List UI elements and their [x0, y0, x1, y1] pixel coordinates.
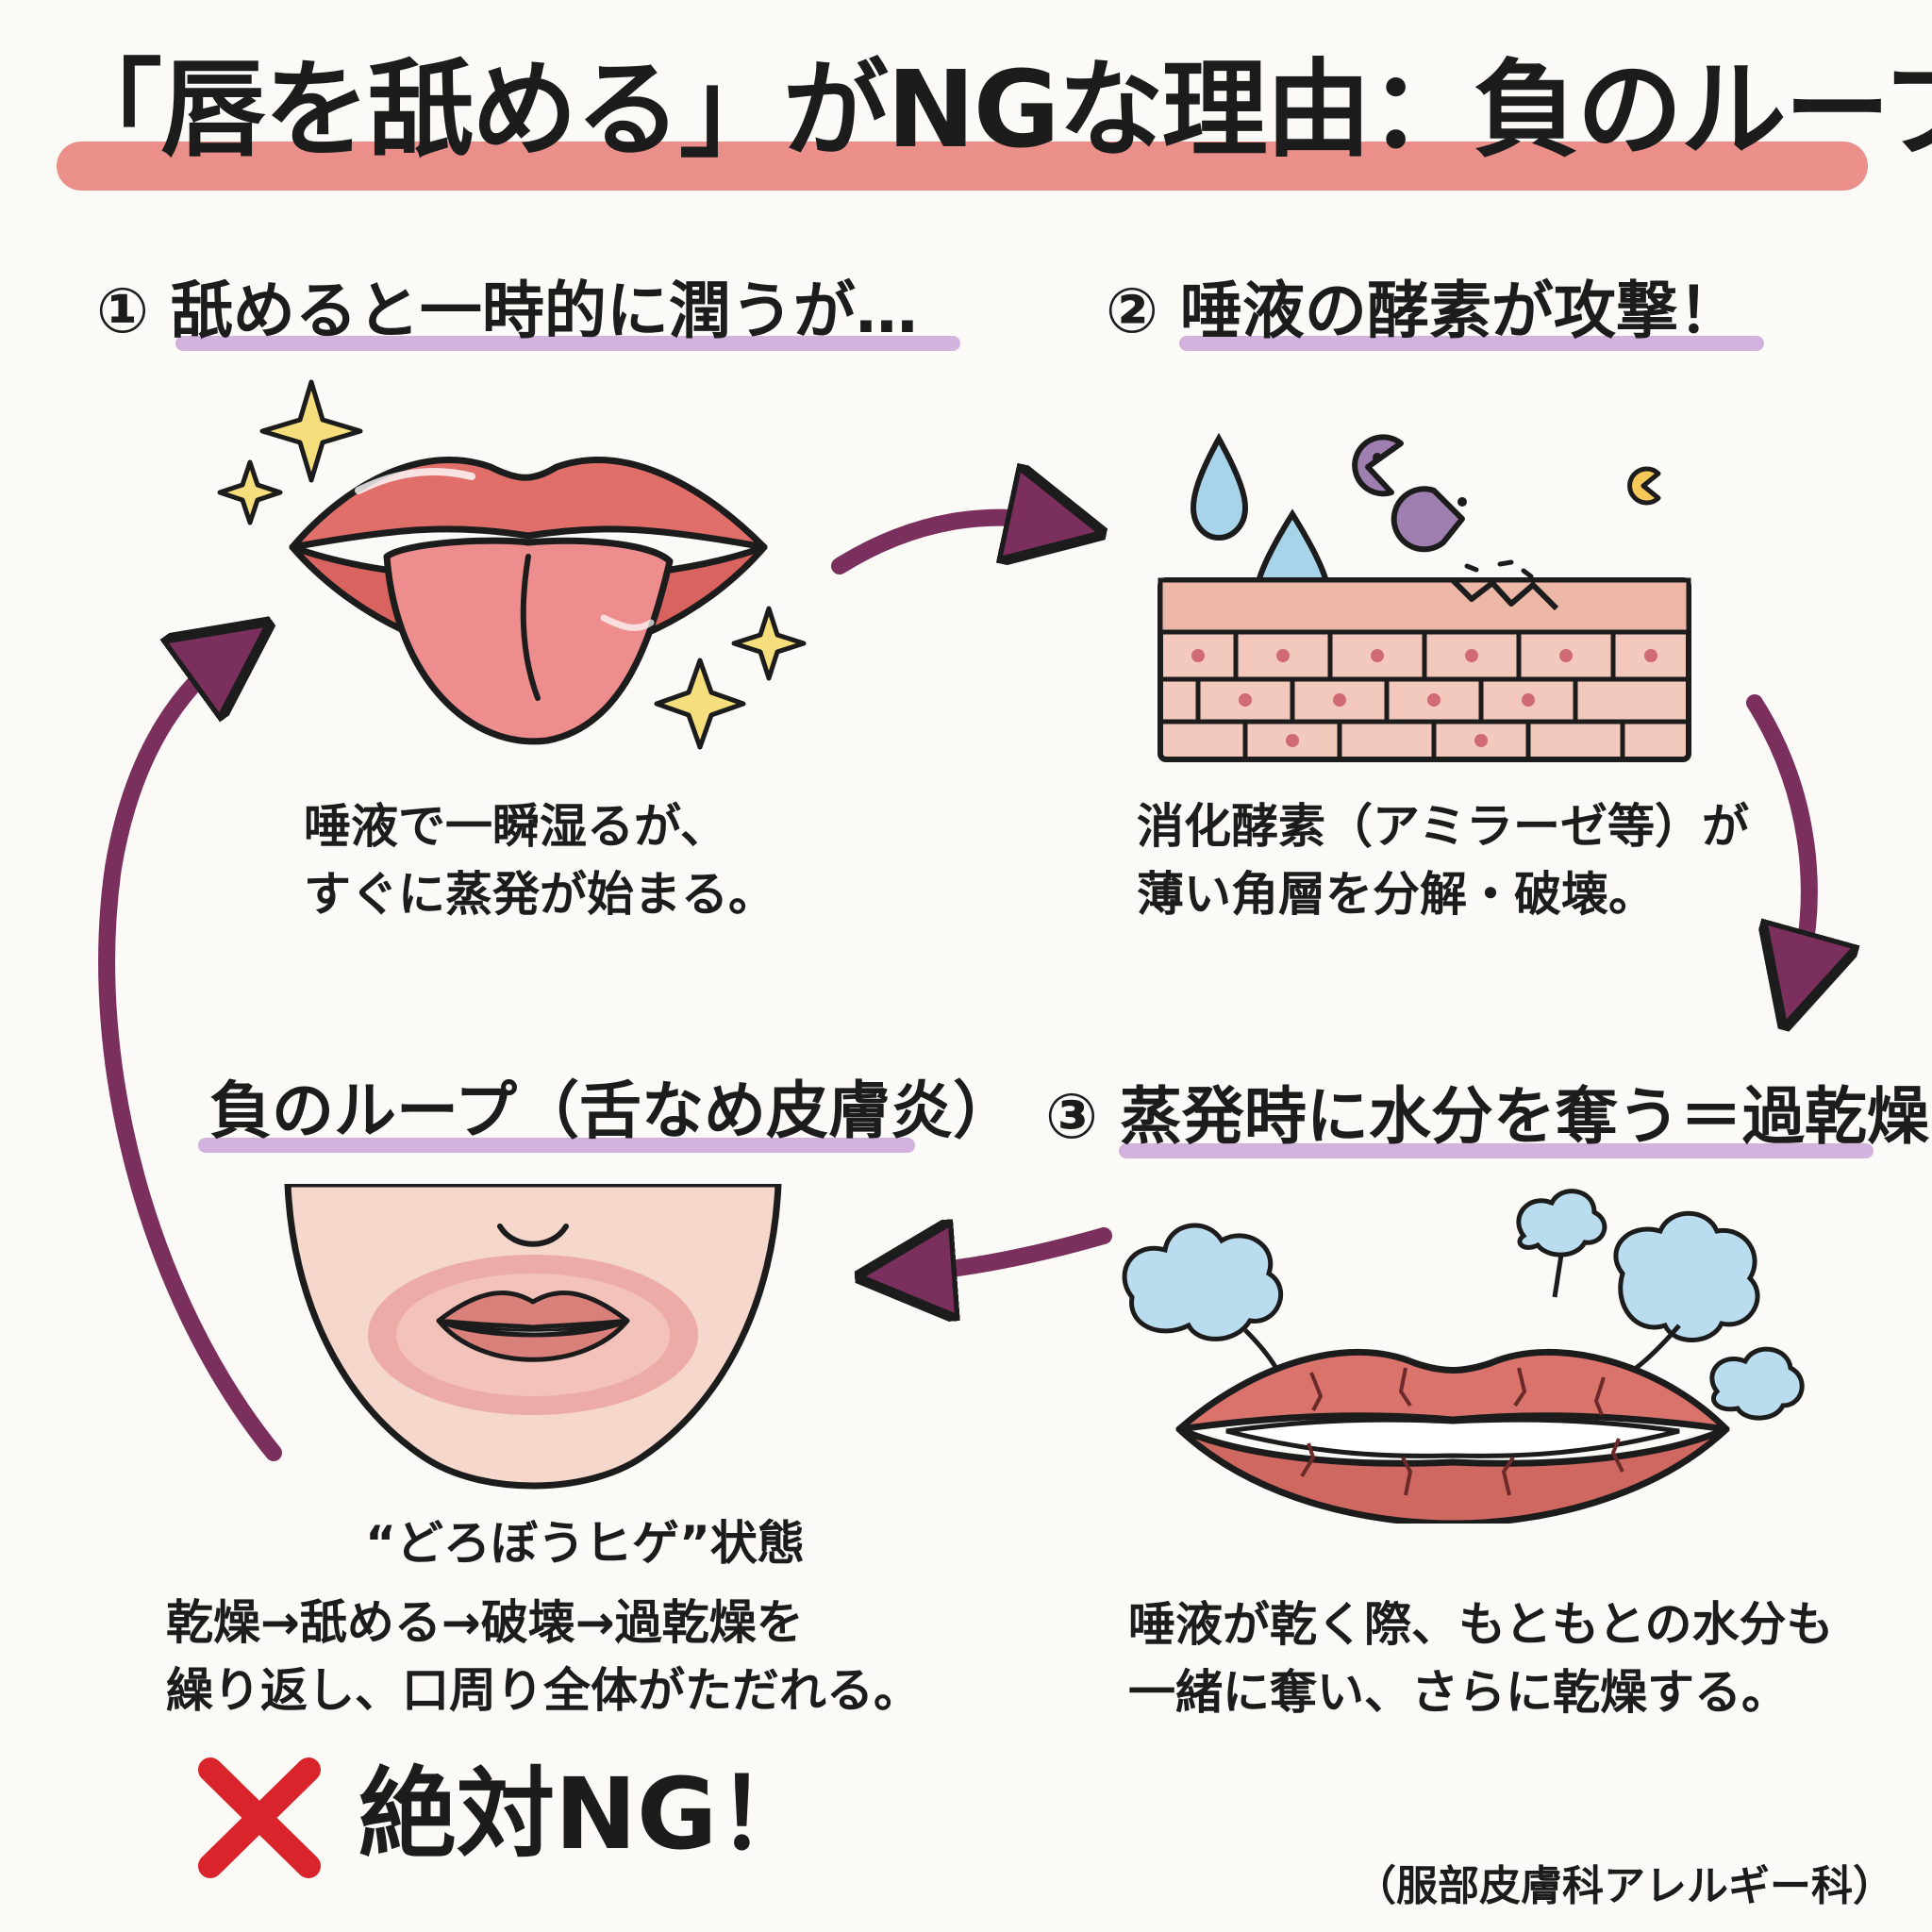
arrow-step3-to-loop — [906, 1236, 1112, 1274]
loop-caption: “どろぼうヒゲ”状態 — [365, 1516, 805, 1571]
title-highlight-band — [57, 142, 1868, 191]
page-title: 「唇を舐める」がNGな理由：負のループ — [57, 49, 1932, 172]
dry-cracked-lips-icon — [1122, 1189, 1805, 1524]
step1-desc-line1: 唾液で一瞬湿るが、 — [304, 799, 727, 854]
step3-desc-line1: 唾液が乾く際、もともとの水分も — [1128, 1597, 1834, 1652]
lip-licking-dermatitis-face-icon — [284, 1184, 782, 1490]
step3-underline — [1119, 1143, 1874, 1158]
warning-text: 絶対NG！ — [358, 1757, 816, 1872]
step2-desc-line2: 薄い角層を分解・破壊。 — [1137, 867, 1656, 922]
cross-icon — [198, 1757, 321, 1878]
loop-underline — [198, 1138, 915, 1153]
enzyme-attacking-skin-icon — [1158, 432, 1691, 762]
step1-desc-line2: すぐに蒸発が始まる。 — [304, 867, 775, 922]
step2-desc-line1: 消化酵素（アミラーゼ等）が — [1137, 799, 1749, 854]
source-credit: （服部皮膚科アレルギー科） — [1355, 1862, 1894, 1910]
step2-underline — [1179, 336, 1764, 351]
arrow-loop-to-step1 — [98, 651, 282, 1461]
loop-desc-line2: 繰り返し、口周り全体がただれる。 — [166, 1663, 921, 1718]
step1-underline — [175, 336, 960, 351]
loop-description: 乾燥→舐める→破壊→過乾燥を 繰り返し、口周り全体がただれる。 — [166, 1589, 921, 1724]
step3-heading: ③ 蒸発時に水分を奪う＝過乾燥 — [1045, 1080, 1929, 1153]
loop-desc-line1: 乾燥→舐める→破壊→過乾燥を — [166, 1595, 804, 1650]
step1-heading: ① 舐めると一時的に潤うが… — [96, 275, 918, 347]
licking-lips-icon — [217, 379, 807, 750]
loop-heading: 負のループ（舌なめ皮膚炎） — [209, 1074, 1016, 1147]
step2-description: 消化酵素（アミラーゼ等）が 薄い角層を分解・破壊。 — [1137, 792, 1749, 928]
step3-desc-line2: 一緒に奪い、さらに乾燥する。 — [1128, 1665, 1789, 1720]
arrow-step2-to-step3 — [1746, 694, 1809, 981]
step1-description: 唾液で一瞬湿るが、 すぐに蒸発が始まる。 — [304, 792, 775, 928]
step3-description: 唾液が乾く際、もともとの水分も 一緒に奪い、さらに乾燥する。 — [1128, 1591, 1834, 1726]
arrow-step1-to-step2 — [831, 518, 1057, 575]
step2-heading: ② 唾液の酵素が攻撃！ — [1106, 275, 1740, 347]
